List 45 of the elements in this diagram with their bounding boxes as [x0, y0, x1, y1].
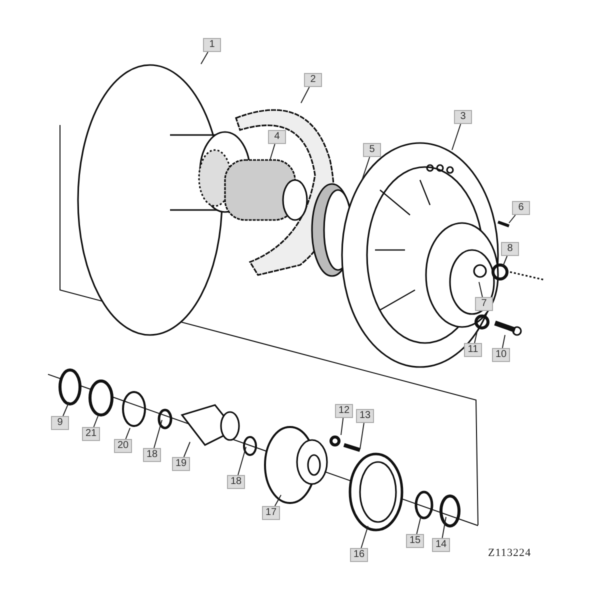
callout-number: 8 — [501, 242, 519, 256]
leader-line — [93, 416, 98, 428]
leader-line — [360, 422, 364, 450]
leader-line — [442, 516, 446, 538]
callout-number: 9 — [51, 416, 69, 430]
drawing-number: Z113224 — [488, 546, 532, 561]
leader-line — [300, 86, 310, 104]
callout-number: 15 — [406, 534, 424, 548]
callout-number: 18 — [143, 448, 161, 462]
callout-number: 4 — [268, 130, 286, 144]
callout-number: 13 — [356, 409, 374, 423]
callout-number: 1 — [203, 38, 221, 52]
callout-number: 19 — [172, 457, 190, 471]
callout-number: 17 — [262, 506, 280, 520]
callout-number: 11 — [464, 343, 482, 357]
leader-line — [183, 442, 190, 458]
leader-line — [452, 124, 462, 150]
leader-line — [238, 446, 246, 476]
callout-number: 6 — [512, 201, 530, 215]
leader-line — [362, 156, 370, 180]
callout-number: 10 — [492, 348, 510, 362]
callout-number: 12 — [335, 404, 353, 418]
callout-number: 16 — [350, 548, 368, 562]
leader-line — [416, 516, 422, 534]
leader-line — [200, 52, 208, 64]
leader-line — [274, 494, 282, 506]
leader-line — [125, 428, 130, 440]
callout-number: 2 — [304, 73, 322, 87]
leader-line — [478, 282, 483, 298]
callout-number: 20 — [114, 439, 132, 453]
leader-line — [474, 332, 478, 344]
leader-line — [62, 402, 70, 416]
callout-number: 21 — [82, 427, 100, 441]
leader-line — [154, 420, 162, 448]
leader-line — [502, 256, 508, 266]
callout-number: 3 — [454, 110, 472, 124]
callout-number: 7 — [475, 297, 493, 311]
leader-line — [340, 418, 344, 436]
callout-number: 18 — [227, 475, 245, 489]
callout-number: 14 — [432, 538, 450, 552]
leader-line — [360, 526, 368, 548]
leader-line — [508, 214, 516, 224]
callout-number: 5 — [363, 143, 381, 157]
leader-line — [502, 334, 506, 348]
leader-line — [270, 144, 276, 160]
